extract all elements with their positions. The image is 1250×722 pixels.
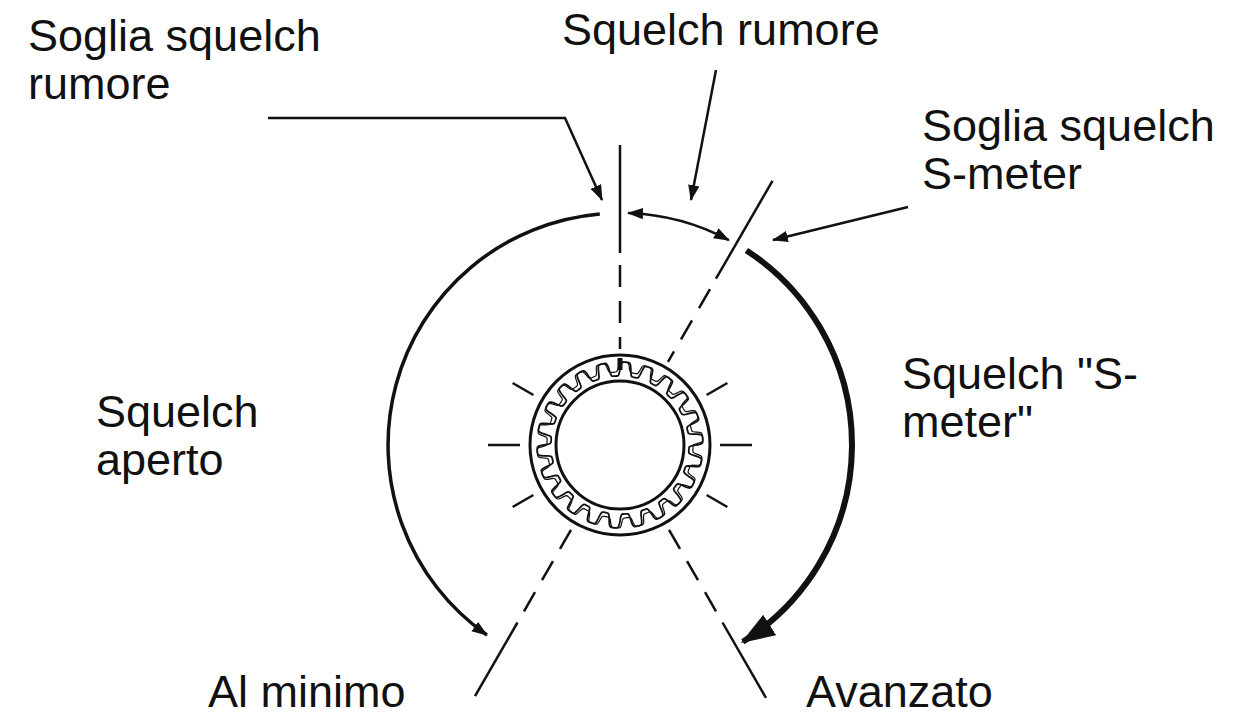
advanced-position-line xyxy=(723,623,767,698)
label: Soglia squelch S-meter xyxy=(922,102,1240,198)
scale-tick xyxy=(513,383,534,395)
leader-line xyxy=(773,207,908,240)
leader-line xyxy=(268,118,602,200)
smeter-threshold-line xyxy=(716,181,773,279)
knurl-wave xyxy=(537,362,703,528)
knob-group xyxy=(475,145,773,698)
label: Soglia squelch rumore xyxy=(28,12,358,108)
advanced-position-line xyxy=(668,528,716,611)
scale-tick xyxy=(720,444,752,447)
label: Avanzato xyxy=(806,668,1106,716)
label: Squelch aperto xyxy=(96,388,326,484)
smeter-range-arc xyxy=(743,250,852,641)
minimum-position-line xyxy=(475,623,518,697)
label: Al minimo xyxy=(208,668,508,716)
noise-range-arc xyxy=(628,213,729,240)
scale-tick xyxy=(513,495,534,507)
knurl-wave xyxy=(537,362,702,528)
smeter-threshold-line xyxy=(668,289,710,362)
knob-inner-circle xyxy=(556,381,684,509)
label: Squelch "S-meter" xyxy=(902,350,1142,446)
knob-outer-ring xyxy=(530,355,710,535)
noise-threshold-line xyxy=(619,145,622,253)
scale-tick xyxy=(488,444,520,447)
scale-tick xyxy=(707,383,728,395)
label: Squelch rumore xyxy=(562,6,982,54)
knob-index-mark xyxy=(618,358,623,370)
scale-tick xyxy=(707,495,728,507)
minimum-position-line xyxy=(524,528,572,611)
noise-threshold-line xyxy=(619,265,622,349)
leader-line xyxy=(691,70,716,200)
